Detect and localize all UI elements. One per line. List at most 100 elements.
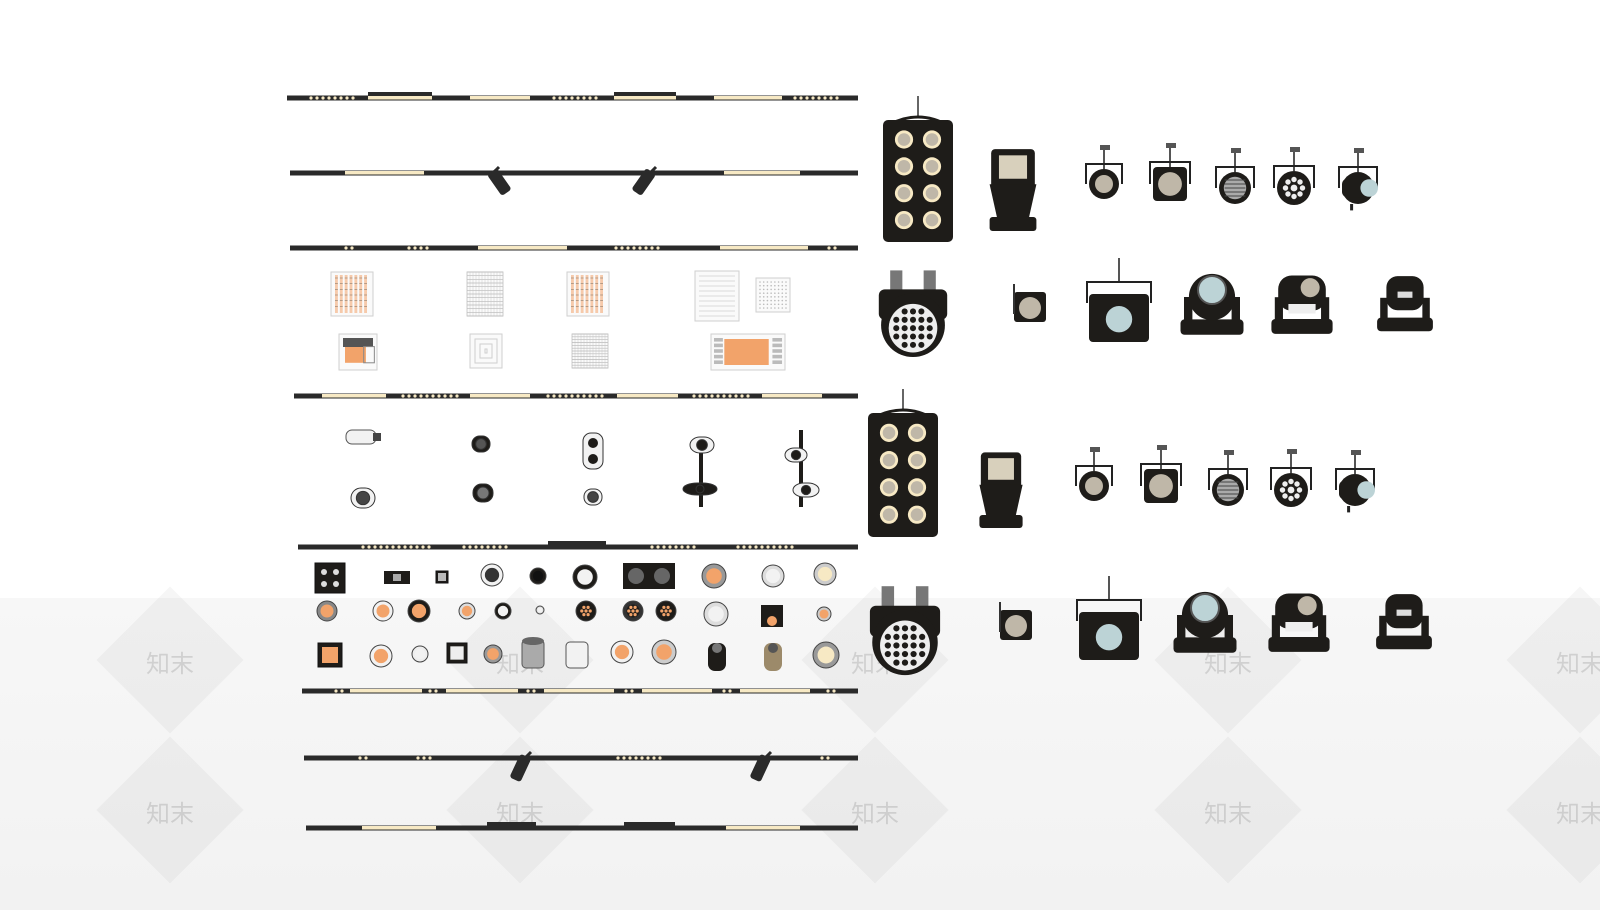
moving-head-icon: [1173, 591, 1237, 653]
downlight-icon: [435, 570, 449, 584]
downlight-icon: [812, 641, 840, 669]
downlight-icon: [407, 599, 431, 623]
grille-panel-icon: [330, 271, 374, 317]
downlight-icon: [316, 600, 338, 622]
downlight-icon: [350, 487, 376, 509]
downlight-icon: [701, 563, 727, 589]
watermark-text: 知末: [146, 800, 194, 828]
downlight-icon: [610, 640, 634, 664]
downlight-icon: [314, 562, 346, 594]
downlight-icon: [411, 645, 429, 663]
grille-panel-icon: [469, 333, 503, 369]
par-can-icon: [1140, 445, 1182, 503]
watermark-text: 知末: [1204, 800, 1252, 828]
watermark-text: 知末: [1556, 800, 1600, 828]
watermark-text: 知末: [1204, 650, 1252, 678]
par-can-icon: [1085, 145, 1123, 199]
downlight-icon: [623, 563, 675, 589]
downlight-icon: [472, 483, 494, 503]
track-spotlight-icon: [632, 165, 658, 195]
par-can-icon: [1338, 148, 1378, 211]
downlight-icon: [372, 600, 394, 622]
grille-panel-icon: [755, 277, 791, 313]
watermark-text: 知末: [1556, 650, 1600, 678]
watermark-text: 知末: [146, 650, 194, 678]
downlight-icon: [682, 482, 718, 496]
moving-head-icon: [1376, 594, 1432, 650]
downlight-icon: [708, 643, 726, 671]
downlight-icon: [703, 601, 729, 627]
track-spotlight-icon: [488, 165, 511, 195]
track-rail-icon: [290, 165, 858, 195]
grille-panel-icon: [338, 333, 378, 371]
par-can-icon: [1149, 143, 1191, 201]
track-rail-icon: [306, 822, 858, 831]
downlight-icon: [369, 644, 393, 668]
downlight-icon: [572, 564, 598, 590]
stage-blinder-icon: [883, 96, 953, 242]
downlight-icon: [494, 602, 512, 620]
watermark-text: 知末: [851, 800, 899, 828]
moving-head-icon: [989, 149, 1037, 231]
track-spotlight-icon: [510, 750, 533, 782]
grille-panel-icon: [710, 333, 786, 371]
par-can-icon: [999, 602, 1032, 640]
downlight-icon: [483, 644, 503, 664]
downlight-icon: [784, 447, 808, 463]
downlight-icon: [535, 605, 545, 615]
downlight-icon: [761, 564, 785, 588]
track-rail-icon: [287, 92, 858, 101]
downlight-icon: [582, 432, 604, 470]
track-rail-icon: [302, 688, 858, 694]
downlight-icon: [689, 436, 715, 454]
stage-blinder-icon: [868, 389, 938, 537]
moving-head-icon: [869, 586, 941, 676]
grille-panel-icon: [566, 271, 610, 317]
track-spotlight-icon: [750, 750, 773, 782]
grille-panel-icon: [694, 270, 740, 322]
track-spotlight-icon: [699, 440, 703, 507]
par-can-icon: [1076, 576, 1142, 660]
par-can-icon: [1075, 447, 1113, 501]
par-can-icon: [1013, 284, 1046, 322]
moving-head-icon: [878, 270, 948, 358]
track-rail-icon: [298, 541, 858, 550]
downlight-icon: [816, 606, 832, 622]
track-spotlight-icon: [799, 430, 803, 507]
grille-panel-icon: [571, 333, 609, 369]
downlight-icon: [446, 642, 468, 664]
par-can-icon: [1335, 450, 1375, 513]
moving-head-icon: [1377, 276, 1433, 332]
downlight-icon: [480, 563, 504, 587]
par-can-icon: [1086, 258, 1152, 342]
par-can-icon: [1270, 449, 1312, 507]
moving-head-icon: [979, 452, 1023, 528]
downlight-icon: [529, 567, 547, 585]
par-can-icon: [1273, 147, 1315, 205]
downlight-icon: [458, 602, 476, 620]
track-rail-icon: [294, 393, 858, 399]
track-rail-icon: [290, 245, 858, 251]
track-spotlight-icon: [345, 429, 381, 445]
downlight-icon: [655, 600, 677, 622]
downlight-icon: [764, 643, 782, 671]
moving-head-icon: [1271, 275, 1333, 334]
moving-head-icon: [1180, 273, 1244, 335]
moving-head-icon: [1268, 593, 1330, 652]
downlight-icon: [761, 605, 783, 627]
downlight-icon: [813, 562, 837, 586]
downlight-icon: [521, 637, 545, 669]
downlight-icon: [317, 642, 343, 668]
par-can-icon: [1215, 148, 1255, 204]
track-rail-icon: [304, 750, 858, 782]
downlight-icon: [622, 600, 644, 622]
watermark-band: [0, 598, 1600, 910]
downlight-icon: [565, 641, 589, 669]
downlight-icon: [583, 488, 603, 506]
par-can-icon: [1208, 450, 1248, 506]
downlight-icon: [651, 639, 677, 665]
downlight-icon: [575, 600, 597, 622]
grille-panel-icon: [466, 271, 504, 317]
